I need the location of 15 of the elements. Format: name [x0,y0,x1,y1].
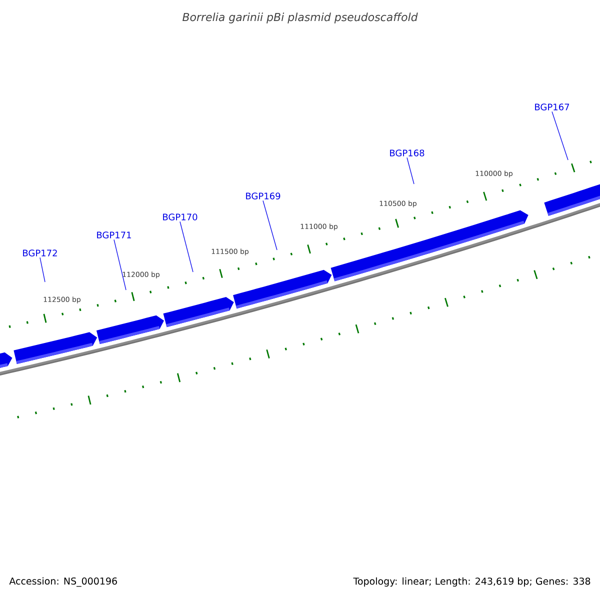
gene-label: BGP172 [23,250,57,256]
leader-line [262,200,278,250]
footer-text: Accession: NS_000196 [9,577,117,587]
footer-text: Topology: linear; Length: 243,619 bp; Genes: 338 [353,577,590,587]
leader-line [114,239,126,290]
gene-label: BGP168 [390,150,424,156]
leader-line [40,257,46,282]
gene-label: BGP171 [97,232,131,238]
gene-label: BGP167 [535,104,570,110]
title: Borrelia garinii pBi plasmid pseudoscaffold [182,12,418,24]
gene-label: BGP170 [163,214,198,220]
gene-label: BGP169 [246,192,280,200]
leader-line [406,157,414,184]
leader-line [552,111,568,160]
leader-line [180,221,194,272]
